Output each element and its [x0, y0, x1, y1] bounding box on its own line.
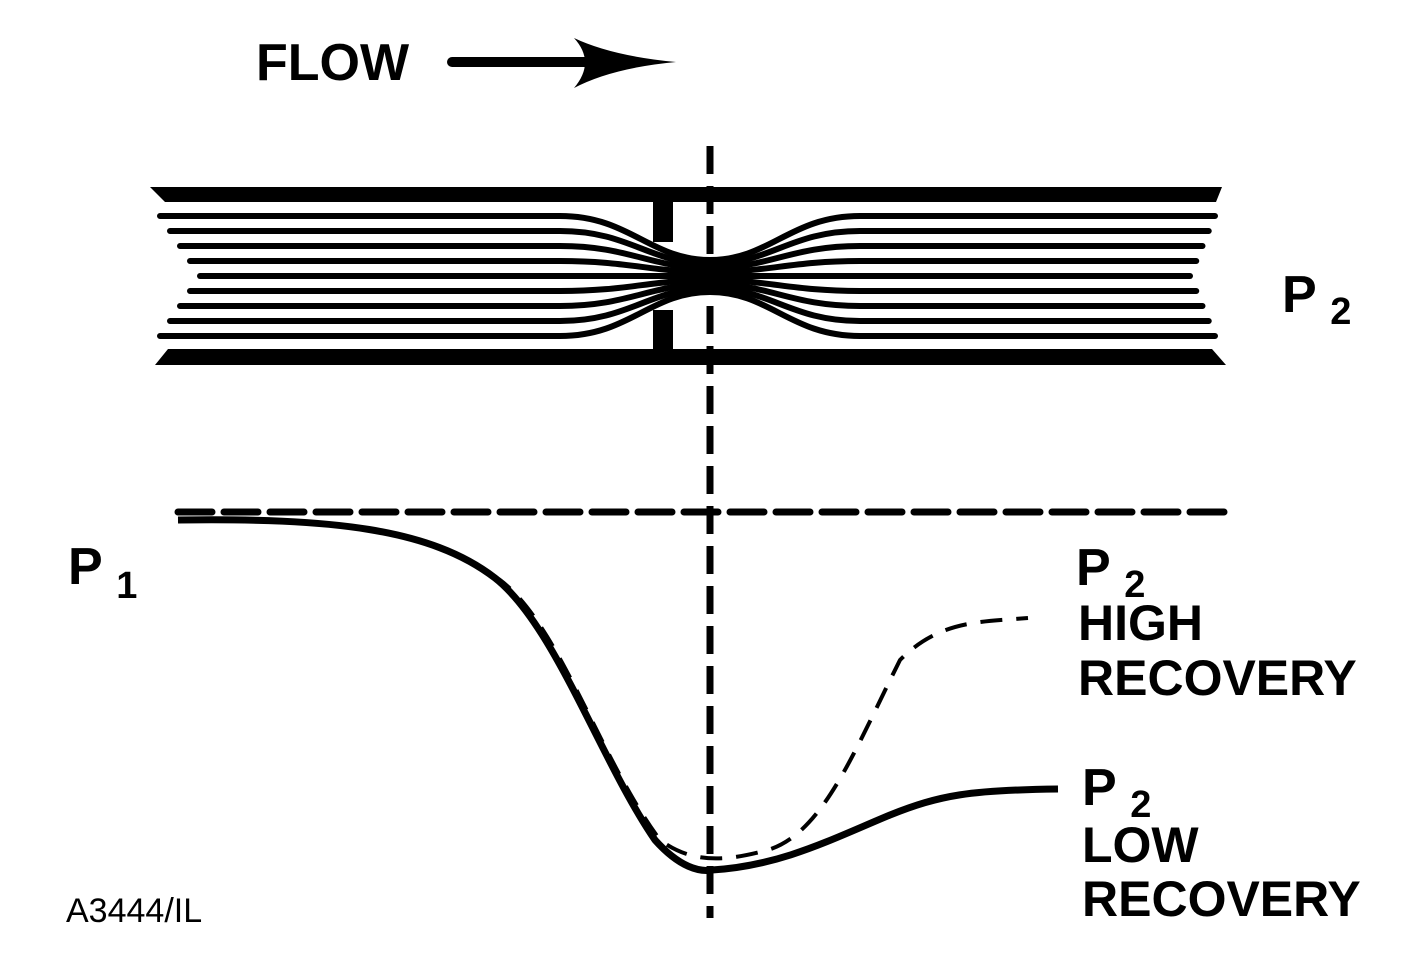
- streamline: [157, 288, 1218, 339]
- svg-text:P 1: P 1: [68, 538, 137, 607]
- high-recovery-line-2: RECOVERY: [1078, 650, 1357, 706]
- low-p2-sub: 2: [1130, 784, 1151, 826]
- orifice-plate-top: [653, 200, 673, 242]
- pipe-p2-base: P: [1282, 266, 1316, 324]
- streamlines: [157, 213, 1218, 339]
- pipe-bottom-wall: [155, 349, 1226, 365]
- low-recovery-curve: [177, 516, 1059, 874]
- svg-text:P 2: P 2: [1282, 266, 1351, 333]
- svg-text:P 2: P 2: [1076, 539, 1145, 606]
- streamline: [167, 228, 1212, 268]
- pipe-p2-label: P 2: [1282, 266, 1351, 333]
- p1-base: P: [68, 538, 102, 596]
- orifice-plate-bottom: [653, 310, 673, 352]
- high-recovery-label: P 2 HIGH RECOVERY: [1076, 539, 1357, 706]
- flow-arrow-icon: [447, 38, 676, 88]
- low-p2-base: P: [1082, 759, 1116, 817]
- pipe: [150, 187, 1226, 365]
- pipe-p2-sub: 2: [1330, 291, 1351, 333]
- low-recovery-label: P 2 LOW RECOVERY: [1082, 759, 1361, 927]
- flow-label: FLOW: [256, 34, 410, 92]
- low-recovery-line-2: RECOVERY: [1082, 871, 1361, 927]
- p1-label: P 1: [68, 538, 137, 607]
- p1-sub: 1: [116, 565, 137, 607]
- svg-text:P 2: P 2: [1082, 759, 1151, 826]
- pipe-top-wall: [150, 187, 1222, 202]
- high-p2-sub: 2: [1124, 564, 1145, 606]
- high-recovery-line-1: HIGH: [1078, 595, 1203, 651]
- figure-id: A3444/IL: [66, 892, 202, 930]
- streamline: [157, 213, 1218, 264]
- low-recovery-line-1: LOW: [1082, 817, 1199, 873]
- high-p2-base: P: [1076, 539, 1110, 597]
